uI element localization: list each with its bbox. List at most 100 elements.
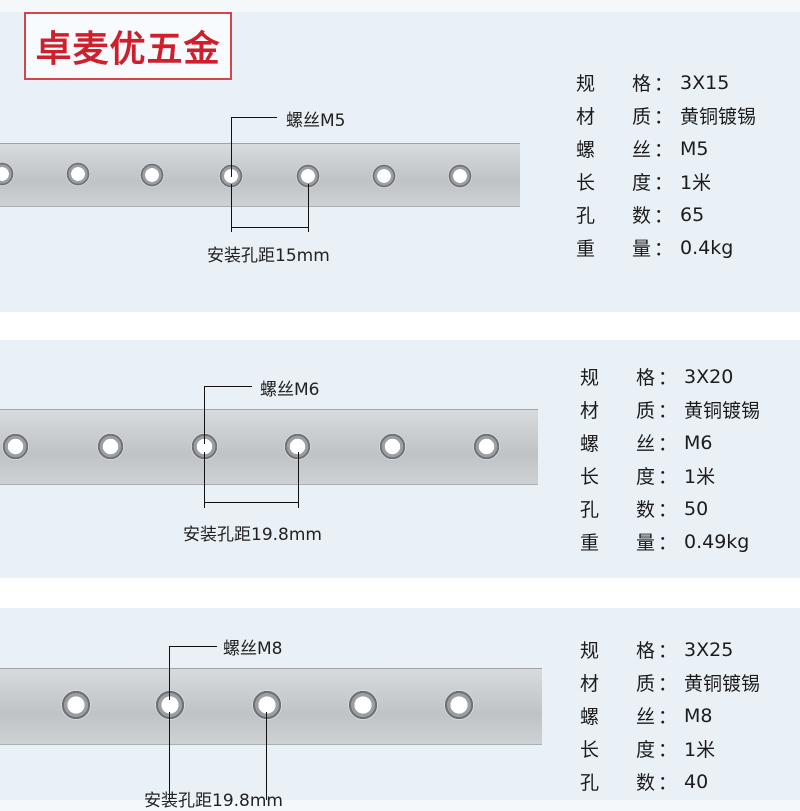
spec-value: M8 [684, 704, 713, 727]
hole-pitch-label: 安装孔距15mm [207, 246, 330, 266]
screw-size-label: 螺丝M8 [223, 639, 283, 659]
spec-value: 3X15 [680, 71, 730, 94]
spec-key: 质 [632, 106, 652, 128]
mounting-hole [140, 163, 164, 187]
spec-value: 黄铜镀锡 [684, 673, 761, 695]
spec-row-holes: 孔数：50 [580, 492, 760, 525]
mounting-hole [61, 690, 91, 720]
spec-row-material: 材质：黄铜镀锡 [576, 99, 756, 132]
spec-key: 重 [580, 532, 600, 554]
spec-key: 重 [576, 238, 596, 260]
spec-key: 数 [636, 772, 656, 794]
screw-leader-line [169, 646, 217, 647]
mounting-hole [155, 690, 185, 720]
pitch-marker-right [298, 452, 299, 508]
screw-size-label: 螺丝M5 [286, 111, 346, 131]
spec-key: 长 [580, 466, 600, 488]
mounting-hole [379, 433, 406, 460]
spec-row-holes: 孔数：40 [580, 765, 760, 798]
spec-key: 长 [576, 172, 596, 194]
spec-key: 数 [636, 499, 656, 521]
spec-colon: ： [658, 739, 678, 761]
spec-key: 规 [576, 73, 596, 95]
spec-key: 量 [636, 532, 656, 554]
spec-row-holes: 孔数：65 [576, 198, 756, 231]
spec-colon: ： [654, 205, 674, 227]
spec-key: 材 [580, 673, 600, 695]
screw-size-label: 螺丝M6 [260, 380, 320, 400]
spec-colon: ： [658, 499, 678, 521]
spec-colon: ： [658, 673, 678, 695]
spec-value: 1米 [680, 172, 712, 194]
spec-colon: ： [654, 172, 674, 194]
spec-key: 孔 [576, 205, 596, 227]
mounting-hole [97, 433, 124, 460]
spec-row-size: 规格：3X15 [576, 66, 756, 99]
screw-leader-line [204, 386, 252, 387]
pitch-dimension-line [231, 227, 309, 228]
spec-key: 丝 [636, 433, 656, 455]
spec-colon: ： [658, 400, 678, 422]
spec-row-length: 长 度： 1米 [576, 165, 756, 198]
spec-row-size: 规格：3X20 [580, 360, 760, 393]
spec-key: 孔 [580, 772, 600, 794]
spec-key: 规 [580, 640, 600, 662]
spec-key: 度 [632, 172, 652, 194]
spec-colon: ： [658, 532, 678, 554]
mounting-hole [372, 164, 396, 188]
pitch-marker-left [169, 712, 170, 800]
spec-colon: ： [654, 238, 674, 260]
screw-leader-line [204, 386, 205, 444]
spec-key: 质 [636, 400, 656, 422]
spec-value: 65 [680, 203, 705, 226]
brand-logo: 卓麦优五金 [24, 12, 232, 80]
spec-value: 黄铜镀锡 [680, 106, 757, 128]
mounting-hole [444, 690, 474, 720]
spec-key: 度 [636, 466, 656, 488]
spec-key: 格 [636, 640, 656, 662]
screw-leader-line [231, 117, 232, 177]
spec-value: 0.4kg [680, 236, 734, 259]
pitch-marker-right [308, 184, 309, 232]
hole-pitch-label: 安装孔距19.8mm [144, 791, 283, 811]
spec-row-material: 材质：黄铜镀锡 [580, 666, 760, 699]
spec-key: 规 [580, 367, 600, 389]
brand-name: 卓麦优五金 [35, 28, 221, 70]
mounting-hole [0, 162, 14, 186]
pitch-dimension-line [204, 502, 299, 503]
pitch-marker-left [204, 452, 205, 508]
spec-key: 度 [636, 739, 656, 761]
spec-key: 格 [632, 73, 652, 95]
screw-leader-line [169, 646, 170, 700]
spec-key: 量 [632, 238, 652, 260]
spec-value: 40 [684, 770, 709, 793]
spec-colon: ： [658, 466, 678, 488]
spec-key: 材 [576, 106, 596, 128]
section-divider [0, 312, 800, 340]
spec-colon: ： [658, 706, 678, 728]
spec-key: 丝 [632, 139, 652, 161]
hole-pitch-label: 安装孔距19.8mm [183, 525, 322, 545]
spec-value: M6 [684, 431, 713, 454]
mounting-hole [2, 433, 29, 460]
spec-list-m6: 规格：3X20 材质：黄铜镀锡 螺丝：M6 长度：1米 孔数：50 重量：0.4… [580, 360, 760, 558]
section-divider [0, 578, 800, 608]
metal-strip-m6 [0, 409, 538, 485]
spec-row-length: 长度：1米 [580, 732, 760, 765]
mounting-hole [473, 433, 500, 460]
spec-value: 黄铜镀锡 [684, 400, 761, 422]
spec-colon: ： [658, 640, 678, 662]
spec-value: 1米 [684, 739, 716, 761]
spec-row-length: 长 度： 1米 [580, 459, 760, 492]
spec-key: 格 [636, 367, 656, 389]
spec-key: 螺 [580, 706, 600, 728]
spec-key: 螺 [580, 433, 600, 455]
mounting-hole [66, 162, 90, 186]
spec-row-size: 规 格： 3X25 [580, 633, 760, 666]
spec-value: 0.49kg [684, 530, 750, 553]
spec-value: 1米 [684, 466, 716, 488]
mounting-hole [252, 690, 282, 720]
spec-row-weight: 重 量： 0.49kg [580, 525, 760, 558]
spec-value: 3X25 [684, 638, 734, 661]
spec-colon: ： [658, 433, 678, 455]
